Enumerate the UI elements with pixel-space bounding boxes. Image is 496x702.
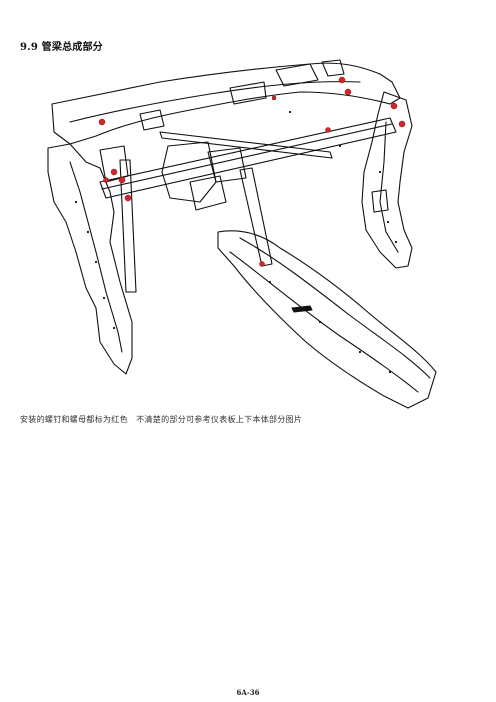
fastener-marker	[118, 176, 126, 184]
fastener-marker	[110, 168, 118, 176]
center-brace	[239, 167, 273, 267]
right-side-cutout	[371, 189, 389, 213]
steering-column-mount	[207, 147, 247, 183]
left-side-inner	[69, 161, 123, 353]
fastener-marker	[325, 127, 331, 133]
section-heading: 9.9 管梁总成部分	[20, 42, 103, 53]
fastener-marker	[338, 76, 346, 84]
main-cross-tube-highlight	[101, 123, 393, 190]
cross-car-beam-illustration	[40, 52, 450, 412]
steering-support	[161, 141, 217, 203]
upper-panel-cutout-2	[275, 63, 319, 87]
beam-assembly-drawing	[47, 59, 437, 409]
figure-caption: 安装的螺钉和螺母都标为红色 不清楚的部分可参考仪表板上下本体部分图片	[20, 415, 303, 424]
fastener-marker	[271, 95, 277, 101]
left-vertical-post	[119, 159, 137, 293]
upper-panel-inner	[69, 81, 361, 123]
floor-tunnel	[217, 230, 437, 409]
fastener-marker	[398, 120, 406, 128]
fastener-marker	[103, 177, 109, 183]
fastener-marker	[259, 261, 265, 267]
floor-tunnel-ridge	[229, 251, 419, 393]
fastener-markers	[98, 76, 406, 267]
fastener-marker	[390, 102, 398, 110]
upper-panel-cutout-1	[229, 81, 267, 105]
floor-tunnel-slot	[291, 305, 313, 313]
left-side-member	[47, 143, 133, 375]
fastener-marker	[98, 118, 106, 126]
upper-panel-outline	[51, 62, 401, 145]
steering-bracket-lower	[189, 175, 227, 211]
right-side-member	[361, 91, 413, 269]
hole-dots	[74, 110, 398, 374]
fastener-marker	[344, 88, 352, 96]
fastener-marker	[124, 194, 132, 202]
main-cross-tube	[99, 117, 397, 199]
floor-tunnel-edge	[239, 237, 431, 379]
upper-panel-cutout-3	[321, 59, 345, 77]
right-side-inner	[379, 121, 399, 253]
page-number: 6A-36	[236, 688, 260, 697]
upper-rod	[159, 131, 333, 159]
upper-panel-bracket	[139, 109, 165, 131]
left-bracket	[99, 145, 129, 183]
